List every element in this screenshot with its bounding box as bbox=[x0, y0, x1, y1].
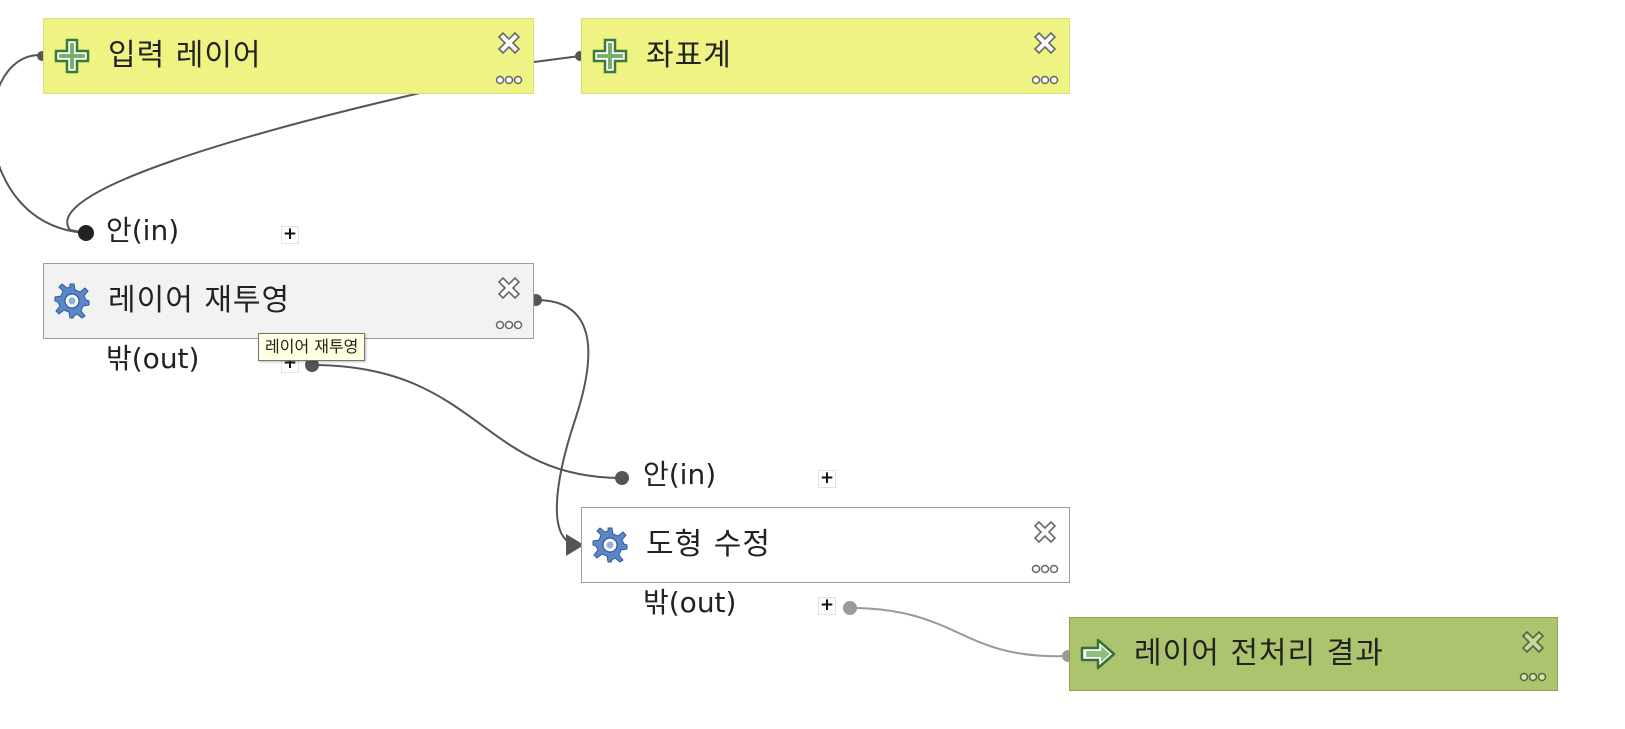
node-title: 레이어 재투영 bbox=[108, 283, 291, 318]
port-dot-geometry-out bbox=[843, 601, 857, 615]
close-icon[interactable] bbox=[495, 29, 523, 57]
port-dot-reproject-out bbox=[305, 358, 319, 372]
arrowhead-geometry bbox=[566, 534, 584, 556]
node-crs[interactable]: 좌표계 bbox=[581, 18, 1070, 94]
gear-icon bbox=[54, 283, 90, 319]
close-icon[interactable] bbox=[495, 274, 523, 302]
port-dot-geometry-in bbox=[615, 471, 629, 485]
port-dot-reproject-in bbox=[78, 225, 94, 241]
port-label-reproject-in: 안(in) bbox=[106, 214, 180, 247]
close-icon[interactable] bbox=[1031, 518, 1059, 546]
more-dots-icon[interactable] bbox=[1031, 75, 1059, 85]
expand-inputs-button[interactable]: + bbox=[818, 468, 836, 488]
wire-geometry-to-output bbox=[849, 607, 1069, 658]
close-icon[interactable] bbox=[1519, 628, 1547, 656]
expand-inputs-button[interactable]: + bbox=[281, 224, 299, 244]
more-dots-icon[interactable] bbox=[495, 320, 523, 330]
more-dots-icon[interactable] bbox=[495, 75, 523, 85]
more-dots-icon[interactable] bbox=[1519, 672, 1547, 682]
node-output[interactable]: 레이어 전처리 결과 bbox=[1069, 617, 1558, 691]
plus-icon bbox=[592, 38, 628, 74]
port-label-geometry-in: 안(in) bbox=[643, 458, 717, 491]
arrow-right-icon bbox=[1080, 638, 1116, 670]
wire-input-layer-to-reproject bbox=[0, 54, 87, 234]
gear-icon bbox=[592, 527, 628, 563]
port-label-reproject-out: 밖(out) bbox=[106, 342, 200, 375]
wire-input-to-crs bbox=[533, 55, 581, 63]
close-icon[interactable] bbox=[1031, 29, 1059, 57]
expand-outputs-button[interactable]: + bbox=[818, 595, 836, 615]
wire-reproject-to-geometry-in bbox=[311, 364, 623, 479]
node-title: 도형 수정 bbox=[646, 527, 771, 562]
node-input-layer[interactable]: 입력 레이어 bbox=[43, 18, 534, 94]
port-label-geometry-out: 밖(out) bbox=[643, 586, 737, 619]
node-title: 좌표계 bbox=[646, 38, 732, 73]
node-reproject[interactable]: 레이어 재투영 bbox=[43, 263, 534, 339]
node-title: 레이어 전처리 결과 bbox=[1134, 636, 1384, 671]
wire-reproject-side-to-geometry bbox=[535, 299, 590, 546]
tooltip: 레이어 재투영 bbox=[258, 333, 366, 361]
more-dots-icon[interactable] bbox=[1031, 564, 1059, 574]
plus-icon bbox=[54, 38, 90, 74]
wire-crs-to-reproject bbox=[66, 92, 421, 234]
node-title: 입력 레이어 bbox=[108, 38, 262, 73]
node-geometry-fix[interactable]: 도형 수정 bbox=[581, 507, 1070, 583]
